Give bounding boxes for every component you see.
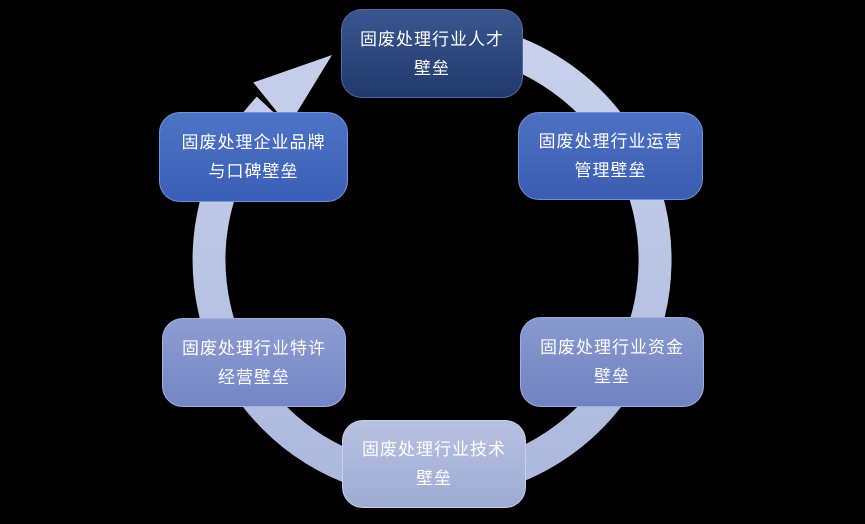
node-label-line2: 与口碑壁垒 <box>208 162 299 181</box>
node-label-line2: 经营壁垒 <box>218 367 290 387</box>
cycle-arrowhead-icon <box>253 55 332 127</box>
node-label-line1: 固废处理行业人才 <box>360 29 504 49</box>
node-label-line1: 固废处理企业品牌 <box>181 133 326 152</box>
node-technology-barrier: 固废处理行业技术 壁垒 <box>342 420 526 508</box>
node-label-line2: 壁垒 <box>416 469 452 488</box>
node-label-line2: 管理壁垒 <box>574 161 647 180</box>
node-franchise-barrier: 固废处理行业特许 经营壁垒 <box>162 318 346 407</box>
node-talent-barrier: 固废处理行业人才 壁垒 <box>341 9 523 98</box>
node-label-line1: 固废处理行业技术 <box>362 440 506 459</box>
node-label-line2: 壁垒 <box>594 367 630 386</box>
node-label-line2: 壁垒 <box>414 58 450 78</box>
node-label-line1: 固废处理行业特许 <box>182 338 326 358</box>
node-label-line1: 固废处理行业资金 <box>540 338 684 357</box>
node-capital-barrier: 固废处理行业资金 壁垒 <box>520 317 704 407</box>
node-brand-barrier: 固废处理企业品牌 与口碑壁垒 <box>159 112 348 202</box>
node-label-line1: 固废处理行业运营 <box>538 132 683 151</box>
cycle-ring <box>192 20 672 500</box>
node-operations-barrier: 固废处理行业运营 管理壁垒 <box>518 112 703 200</box>
